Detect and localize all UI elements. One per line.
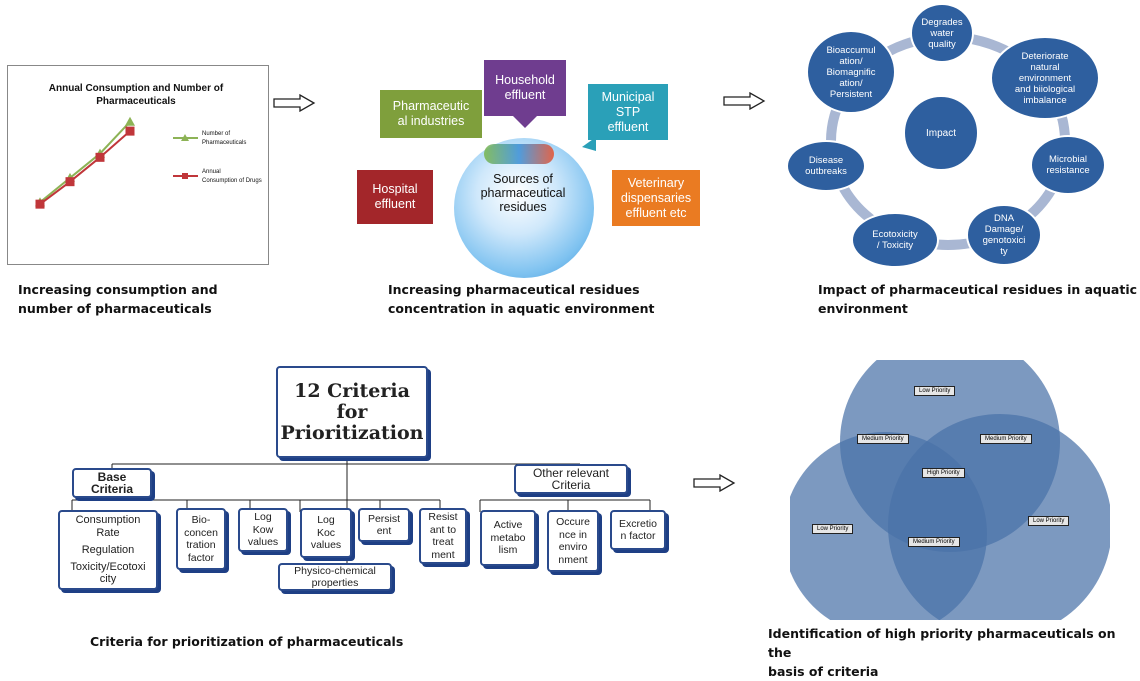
impact-node-dna-damage: DNA Damage/ genotoxici ty: [966, 204, 1042, 266]
impact-center-node: Impact: [903, 95, 979, 171]
pointer-icon: [582, 137, 596, 151]
priority-venn: [790, 360, 1110, 620]
data-point: [125, 116, 135, 126]
legend-marker: [182, 173, 188, 179]
criteria-base-list: Consumption Rate Regulation Toxicity/Eco…: [58, 510, 158, 590]
criteria-bioconcentration: Bio- concen tration factor: [176, 508, 226, 570]
data-point: [35, 199, 45, 209]
chart-title-line1: Annual Consumption and Number of: [49, 83, 224, 94]
source-hospital-effluent: Hospital effluent: [357, 170, 433, 224]
criteria-regulation: Regulation: [81, 543, 135, 556]
legend-label: Consumption of Drugs: [202, 178, 262, 184]
data-point: [65, 177, 75, 187]
venn-label-low-left: Low Priority: [812, 524, 854, 534]
right-arrow-icon: [723, 92, 766, 110]
impact-node-disease-outbreaks: Disease outbreaks: [786, 140, 866, 192]
legend-label: Pharmaceuticals: [202, 140, 246, 146]
chart-title-line2: Pharmaceuticals: [96, 96, 176, 107]
caption-priority: Identification of high priority pharmace…: [768, 626, 1116, 679]
criteria-excretion-factor: Excretio n factor: [610, 510, 666, 550]
criteria-log-koc: Log Koc values: [300, 508, 352, 558]
series-line-1: [39, 130, 131, 205]
legend-label: Annual: [202, 169, 221, 175]
impact-node-deteriorate-environment: Deteriorate natural environment and biio…: [990, 36, 1100, 120]
consumption-chart-panel: Annual Consumption and Number of Pharmac…: [7, 65, 269, 265]
data-point: [95, 152, 105, 162]
down-pointer-icon: [513, 116, 537, 128]
venn-label-medium-left: Medium Priority: [857, 434, 909, 444]
criteria-resistant-to-treatment: Resist ant to treat ment: [419, 508, 467, 564]
venn-label-low-top: Low Priority: [914, 386, 956, 396]
sources-globe: [454, 138, 594, 278]
caption-residues: Increasing pharmaceutical residues conce…: [388, 282, 655, 316]
sources-center-label: Sources of pharmaceutical residues: [480, 172, 566, 214]
impact-node-microbial-resistance: Microbial resistance: [1030, 135, 1106, 195]
criteria-root: 12 Criteria for Prioritization: [276, 366, 428, 458]
venn-label-medium-right: Medium Priority: [980, 434, 1032, 444]
source-veterinary-dispensaries: Veterinary dispensaries effluent etc: [612, 170, 700, 226]
legend-label: Number of: [202, 131, 230, 137]
venn-label-medium-bottom: Medium Priority: [908, 537, 960, 547]
source-municipal-stp-effluent: Municipal STP effluent: [588, 84, 668, 140]
chart-legend: Number of PharmaceuticalsAnnualConsumptio…: [173, 131, 262, 184]
criteria-occurrence: Occure nce in enviro nment: [547, 510, 599, 572]
caption-criteria: Criteria for prioritization of pharmaceu…: [90, 634, 404, 649]
criteria-base: Base Criteria: [72, 468, 152, 498]
series-line-0: [39, 121, 131, 204]
legend-marker: [181, 134, 189, 141]
criteria-active-metabolism: Active metabo lism: [480, 510, 536, 566]
caption-consumption: Increasing consumption and number of pha…: [18, 282, 218, 316]
impact-node-bioaccumulation: Bioaccumul ation/ Biomagnific ation/ Per…: [806, 30, 896, 114]
criteria-log-kow: Log Kow values: [238, 508, 288, 552]
criteria-other: Other relevant Criteria: [514, 464, 628, 494]
caption-impact: Impact of pharmaceutical residues in aqu…: [818, 282, 1138, 316]
capsule-icon: [484, 144, 554, 164]
source-pharmaceutical-industries: Pharmaceutic al industries: [380, 90, 482, 138]
venn-circle-right: [888, 414, 1110, 620]
impact-node-ecotoxicity: Ecotoxicity / Toxicity: [851, 212, 939, 268]
data-point: [125, 126, 135, 136]
source-household-effluent: Household effluent: [484, 60, 566, 116]
venn-label-high: High Priority: [922, 468, 965, 478]
criteria-physico-chemical: Physico-chemical properties: [278, 563, 392, 591]
chart-series-group: [35, 116, 135, 209]
criteria-consumption-rate: Consumption Rate: [75, 514, 141, 539]
criteria-toxicity: Toxicity/Ecotoxi city: [70, 560, 146, 586]
venn-label-low-right: Low Priority: [1028, 516, 1070, 526]
criteria-persistent: Persist ent: [358, 508, 410, 542]
right-arrow-icon: [693, 474, 736, 492]
impact-node-water-quality: Degrades water quality: [910, 3, 974, 63]
right-arrow-icon: [273, 94, 316, 112]
consumption-chart: Annual Consumption and Number of Pharmac…: [35, 83, 262, 209]
